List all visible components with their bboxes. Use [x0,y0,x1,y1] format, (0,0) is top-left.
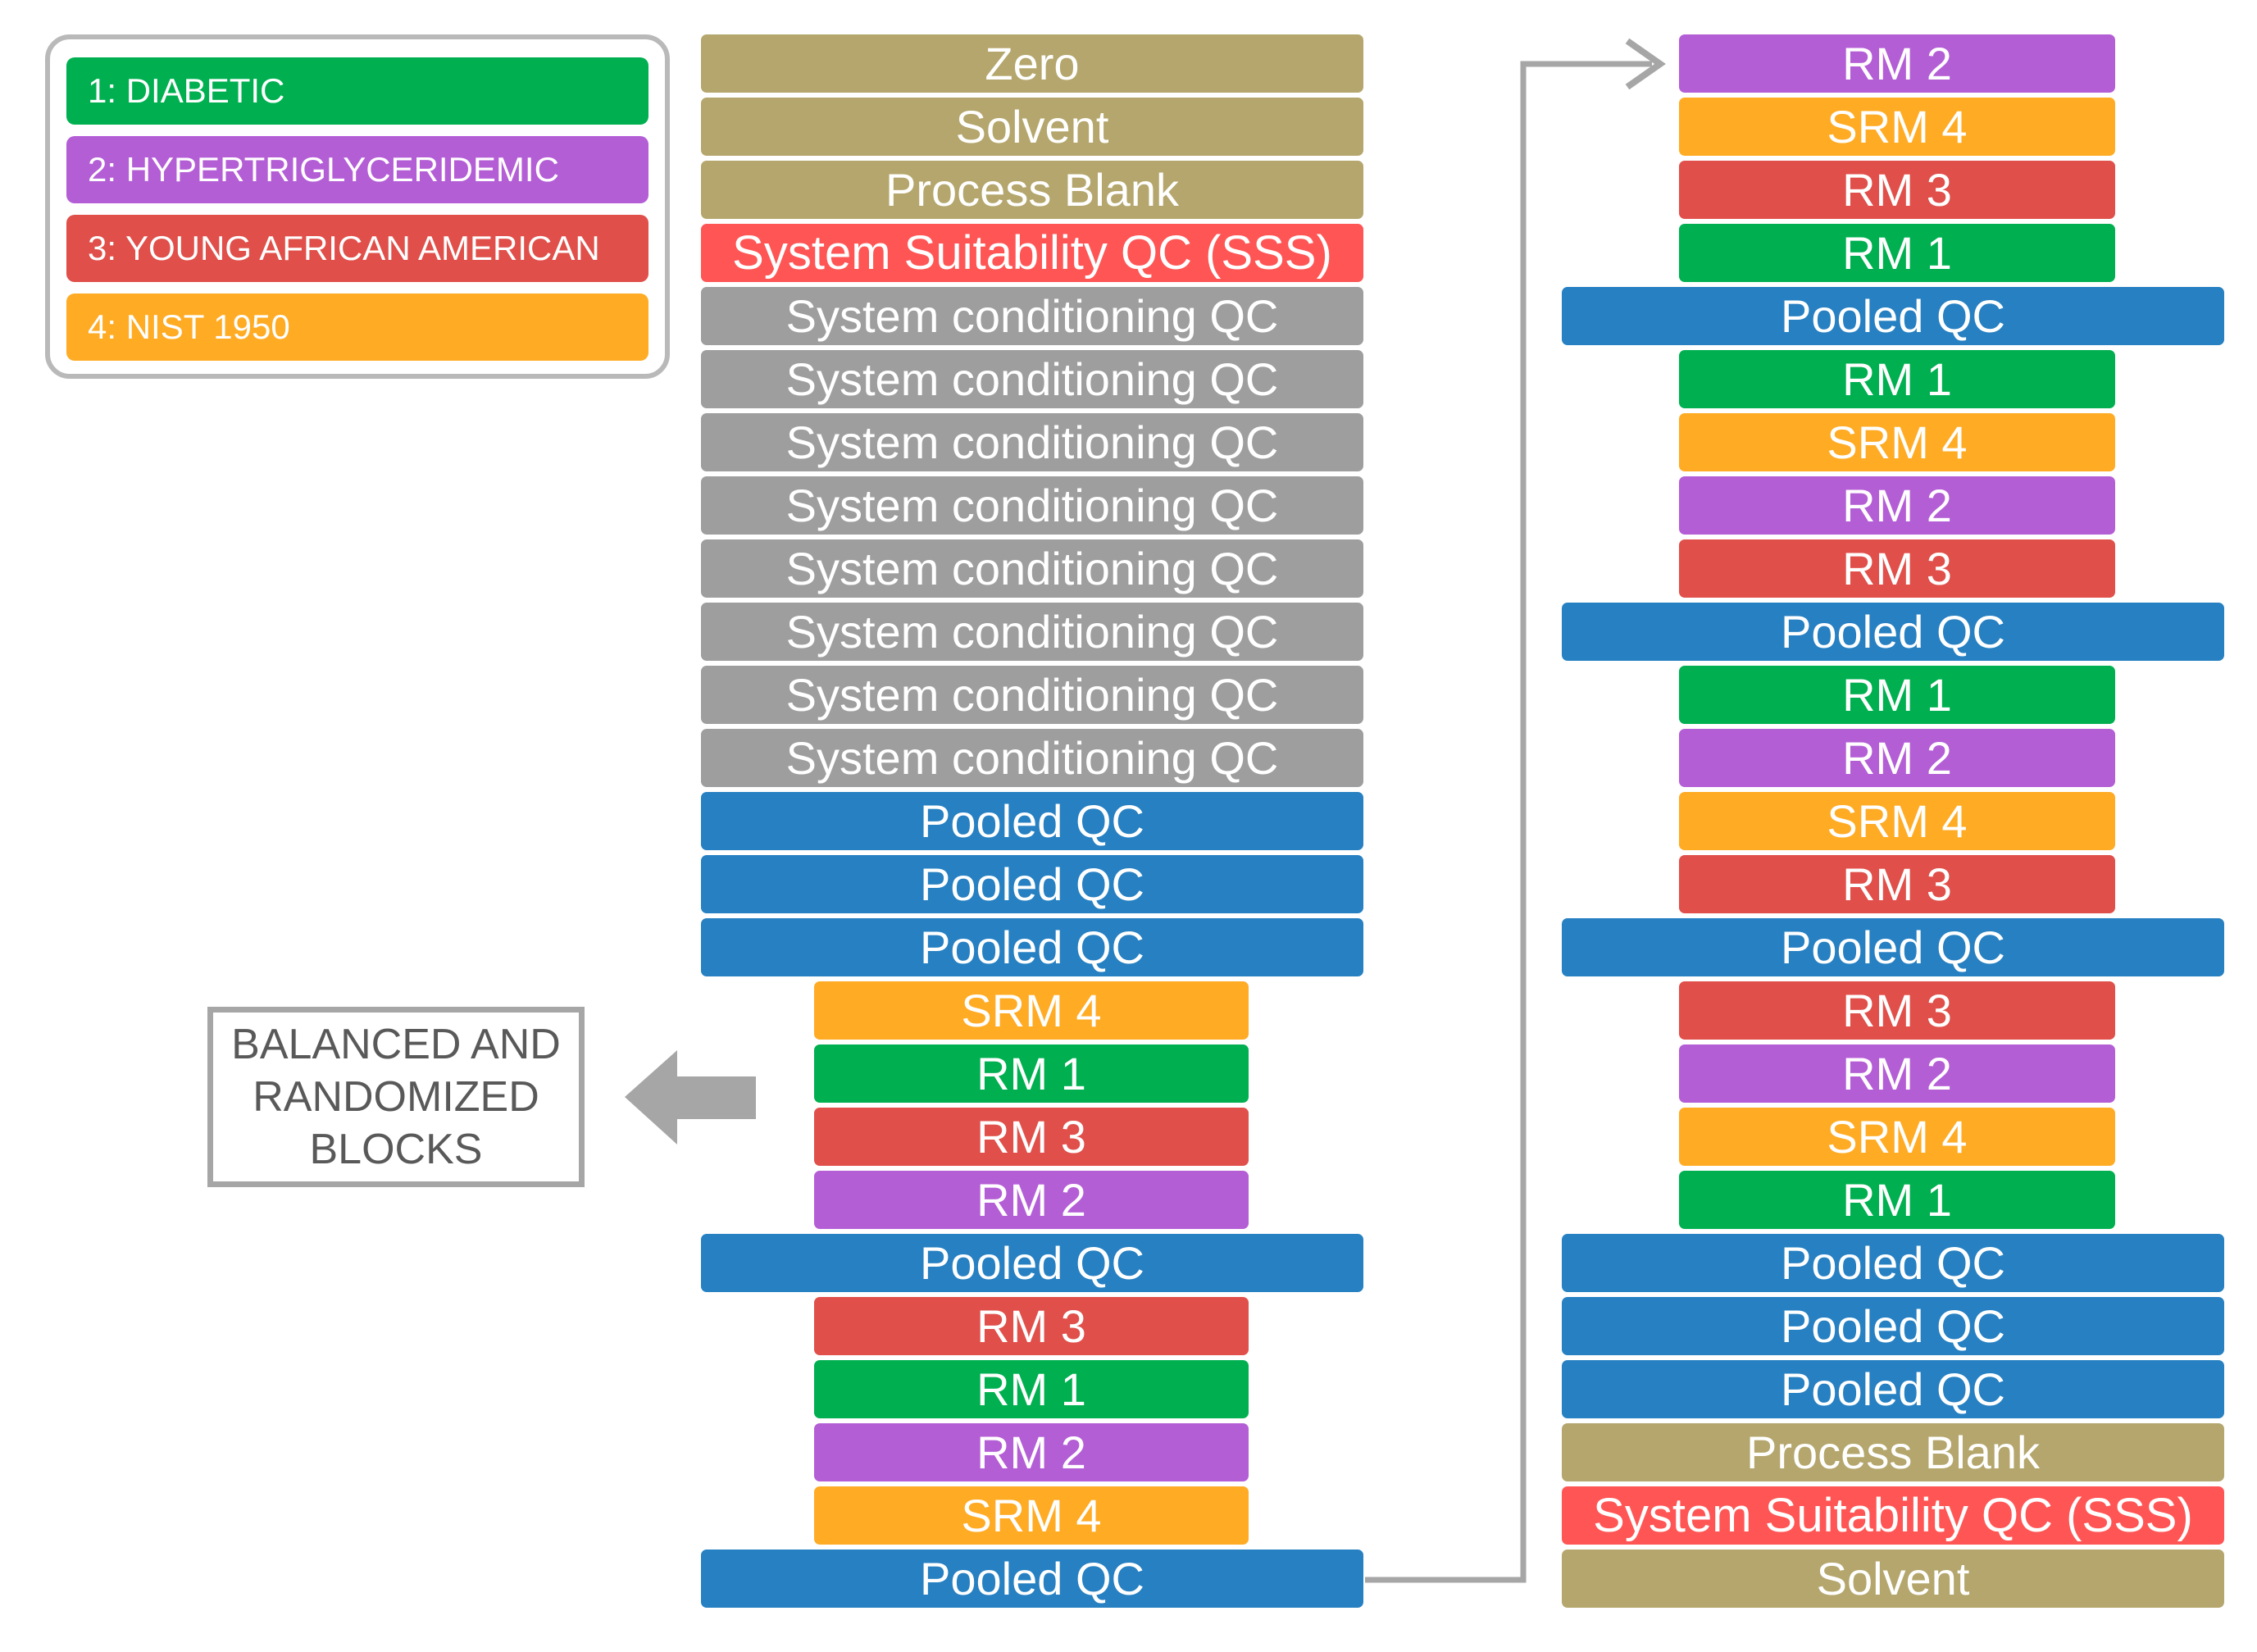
right-block-rm-1: RM 1 [1679,350,2115,408]
right-block-srm-4: SRM 4 [1679,98,2115,156]
right-block-rm-2: RM 2 [1679,34,2115,93]
legend: 1: DIABETIC 2: HYPERTRIGLYCERIDEMIC 3: Y… [45,34,670,379]
right-block-rm-3: RM 3 [1679,161,2115,219]
right-block-rm-3: RM 3 [1679,539,2115,598]
left-block-rm-3: RM 3 [814,1108,1249,1166]
right-block-rm-3: RM 3 [1679,855,2115,913]
left-block-srm-4: SRM 4 [814,981,1249,1040]
left-block-pooled-qc: Pooled QC [701,855,1363,913]
left-block-pooled-qc: Pooled QC [701,1550,1363,1608]
left-block-pooled-qc: Pooled QC [701,1234,1363,1292]
left-block-process-blank: Process Blank [701,161,1363,219]
right-block-pooled-qc: Pooled QC [1562,1234,2224,1292]
right-block-pooled-qc: Pooled QC [1562,1360,2224,1418]
right-block-srm-4: SRM 4 [1679,1108,2115,1166]
legend-item-diabetic: 1: DIABETIC [66,57,648,125]
left-block-system-conditioning-qc: System conditioning QC [701,350,1363,408]
right-block-rm-1: RM 1 [1679,666,2115,724]
right-block-rm-2: RM 2 [1679,729,2115,787]
left-block-system-conditioning-qc: System conditioning QC [701,666,1363,724]
left-block-rm-1: RM 1 [814,1044,1249,1103]
sequence-continuation-connector [1365,61,1652,1583]
left-block-system-suitability-qc-sss: System Suitability QC (SSS) [701,224,1363,282]
right-block-pooled-qc: Pooled QC [1562,603,2224,661]
right-block-system-suitability-qc-sss: System Suitability QC (SSS) [1562,1486,2224,1545]
callout-text: BALANCED AND RANDOMIZED BLOCKS [231,1021,561,1173]
left-block-pooled-qc: Pooled QC [701,792,1363,850]
left-block-pooled-qc: Pooled QC [701,918,1363,976]
left-block-system-conditioning-qc: System conditioning QC [701,413,1363,471]
left-block-rm-2: RM 2 [814,1171,1249,1229]
legend-item-young-african-american: 3: YOUNG AFRICAN AMERICAN [66,215,648,282]
right-block-pooled-qc: Pooled QC [1562,287,2224,345]
left-block-rm-3: RM 3 [814,1297,1249,1355]
left-block-srm-4: SRM 4 [814,1486,1249,1545]
right-block-srm-4: SRM 4 [1679,792,2115,850]
left-block-system-conditioning-qc: System conditioning QC [701,287,1363,345]
connector-arrowhead-icon [1625,38,1666,90]
left-block-solvent: Solvent [701,98,1363,156]
left-block-zero: Zero [701,34,1363,93]
legend-item-hypertriglyceridemic: 2: HYPERTRIGLYCERIDEMIC [66,136,648,203]
right-block-process-blank: Process Blank [1562,1423,2224,1481]
right-block-rm-1: RM 1 [1679,1171,2115,1229]
left-block-rm-2: RM 2 [814,1423,1249,1481]
left-block-system-conditioning-qc: System conditioning QC [701,476,1363,535]
right-block-rm-3: RM 3 [1679,981,2115,1040]
right-block-pooled-qc: Pooled QC [1562,918,2224,976]
right-block-rm-2: RM 2 [1679,476,2115,535]
left-block-system-conditioning-qc: System conditioning QC [701,539,1363,598]
legend-item-nist-1950: 4: NIST 1950 [66,294,648,361]
right-block-pooled-qc: Pooled QC [1562,1297,2224,1355]
left-arrow-icon [625,1050,756,1145]
right-block-rm-1: RM 1 [1679,224,2115,282]
left-block-system-conditioning-qc: System conditioning QC [701,729,1363,787]
left-block-system-conditioning-qc: System conditioning QC [701,603,1363,661]
left-block-rm-1: RM 1 [814,1360,1249,1418]
right-block-solvent: Solvent [1562,1550,2224,1608]
right-block-srm-4: SRM 4 [1679,413,2115,471]
right-block-rm-2: RM 2 [1679,1044,2115,1103]
balanced-randomized-callout: BALANCED AND RANDOMIZED BLOCKS [207,1007,585,1187]
